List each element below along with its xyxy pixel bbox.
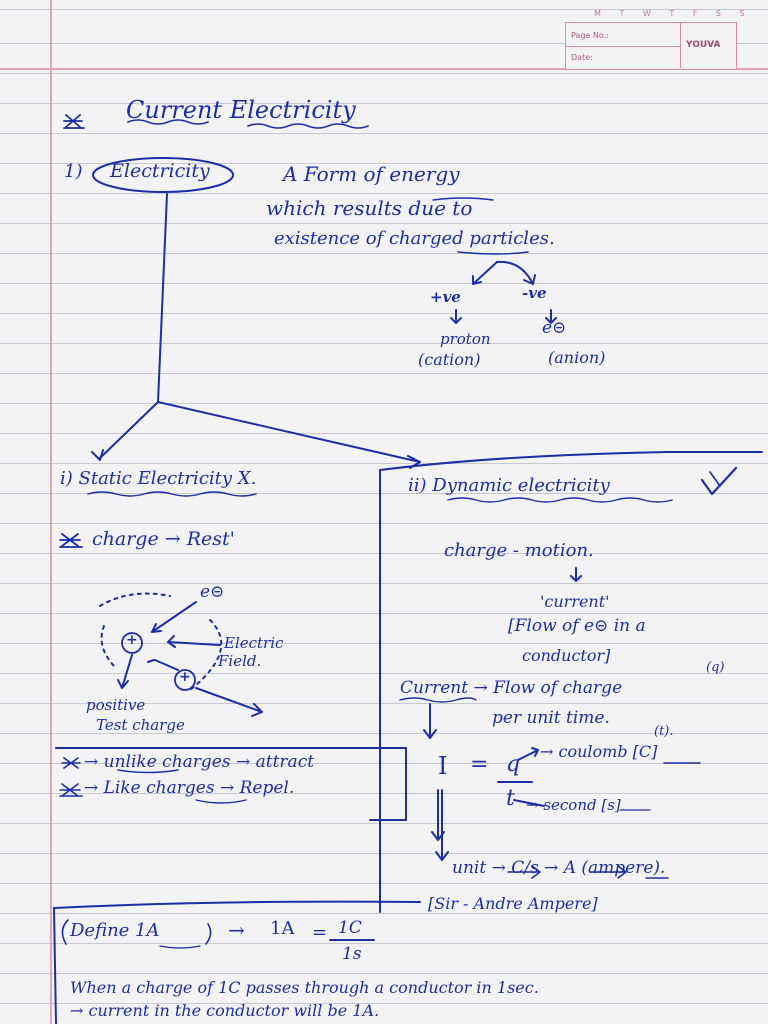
definition-line-1: A Form of energy bbox=[283, 162, 460, 186]
positive-label: +ve bbox=[430, 288, 461, 306]
positive-test-charge-1: positive bbox=[86, 696, 146, 714]
formula-i: I bbox=[438, 752, 448, 780]
plus-charge-2: + bbox=[179, 669, 191, 685]
positive-test-charge-2: Test charge bbox=[96, 716, 185, 734]
negative-label: -ve bbox=[522, 284, 547, 302]
unlike-charges-line: → unlike charges → attract bbox=[84, 752, 315, 772]
one-second: 1s bbox=[342, 944, 362, 964]
static-charge-rest: charge → Rest' bbox=[92, 528, 235, 550]
brand-logo: YOUVA bbox=[686, 40, 721, 50]
weekday-strip: M T W T F S S bbox=[594, 9, 753, 18]
electric-field-label: Electric bbox=[224, 634, 284, 652]
current-definition-2: per unit time. bbox=[492, 708, 610, 728]
dynamic-electricity-title: ii) Dynamic electricity bbox=[408, 475, 610, 496]
definition-line-2: which results due to bbox=[266, 196, 473, 220]
definition-sentence-2: → current in the conductor will be 1A. bbox=[70, 1001, 380, 1020]
electric-field-label-2: Field. bbox=[218, 652, 262, 670]
current-definition-1: Current → Flow of charge bbox=[400, 678, 623, 698]
header-divider bbox=[680, 22, 681, 68]
definition-sentence-1: When a charge of 1C passes through a con… bbox=[70, 978, 539, 997]
dynamic-current-label: 'current' bbox=[540, 592, 610, 611]
t-symbol: (t). bbox=[654, 724, 674, 739]
static-electricity-title: i) Static Electricity X. bbox=[60, 468, 257, 489]
coulomb-unit: → coulomb [C] bbox=[540, 742, 658, 761]
like-charges-line: → Like charges → Repel. bbox=[84, 778, 295, 798]
proton-label: proton bbox=[440, 330, 491, 348]
static-electron: e⊝ bbox=[200, 582, 225, 602]
flow-of-electrons-1: [Flow of e⊝ in a bbox=[508, 616, 646, 636]
header-divider bbox=[565, 46, 680, 47]
q-symbol: (q) bbox=[706, 660, 725, 675]
sir-andre-ampere: [Sir - Andre Ampere] bbox=[428, 894, 598, 913]
section-1-number: 1) bbox=[64, 161, 83, 182]
one-ampere: 1A bbox=[270, 918, 295, 939]
one-coulomb: 1C bbox=[338, 918, 362, 938]
date-label: Date: bbox=[571, 53, 593, 62]
cation-label: (cation) bbox=[418, 350, 481, 369]
flow-of-electrons-2: conductor] bbox=[522, 646, 611, 665]
page-top-line bbox=[0, 68, 768, 70]
page-margin-line bbox=[50, 0, 52, 1024]
title-current: Current Electricity bbox=[126, 96, 356, 124]
formula-equals: = bbox=[470, 752, 489, 777]
page-no-label: Page No.: bbox=[571, 31, 609, 40]
plus-charge-1: + bbox=[126, 632, 138, 648]
anion-label: (anion) bbox=[548, 348, 606, 367]
dynamic-charge-motion: charge - motion. bbox=[444, 540, 594, 561]
electron-label: e⊝ bbox=[542, 318, 567, 338]
define-arrow: → bbox=[228, 918, 245, 942]
definition-line-3: existence of charged particles. bbox=[274, 228, 555, 249]
formula-q: q bbox=[506, 752, 521, 777]
formula-t: t bbox=[506, 786, 515, 811]
second-unit: → second [s] bbox=[526, 796, 621, 814]
define-1a-label: Define 1A bbox=[70, 920, 160, 941]
formula-equals: = bbox=[312, 922, 328, 943]
electricity-term: Electricity bbox=[110, 160, 210, 182]
unit-line: unit → C/s → A (ampere). bbox=[452, 858, 666, 878]
